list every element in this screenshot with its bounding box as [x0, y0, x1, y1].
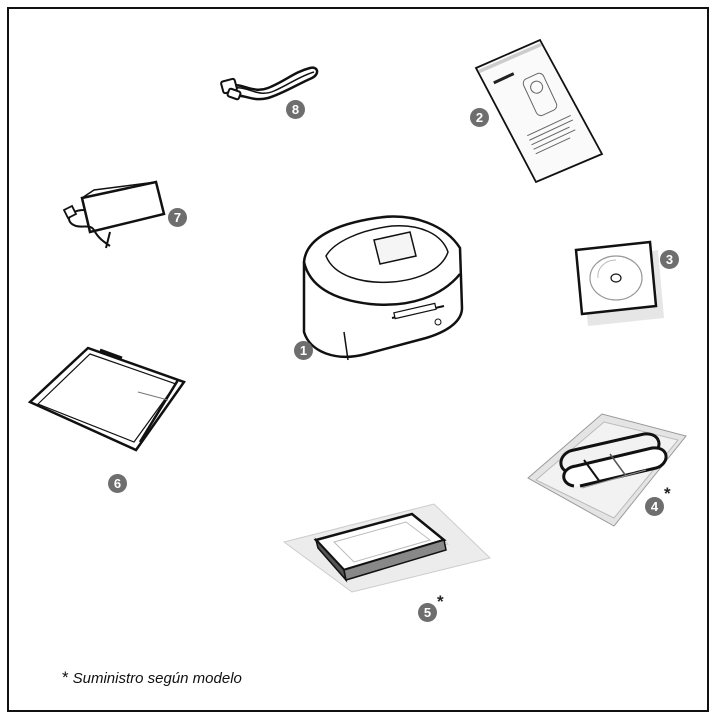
power-cable-icon: [220, 66, 319, 101]
photo-paper-pack-icon: [282, 503, 491, 593]
supply-footnote: *Suministro según modelo: [62, 668, 242, 688]
cd-rom-icon: [574, 240, 664, 326]
power-adapter-icon: [62, 180, 166, 249]
user-manual-icon: [474, 38, 604, 184]
item-number-4: 4: [645, 497, 664, 516]
paper-tray-icon: [27, 346, 186, 452]
item-5-asterisk: *: [437, 592, 444, 611]
item-number-6: 6: [108, 474, 127, 493]
ink-cartridge-icon: [527, 413, 687, 527]
item-number-2: 2: [470, 108, 489, 127]
item-number-3: 3: [660, 250, 679, 269]
item-number-1: 1: [294, 341, 313, 360]
item-4-asterisk: *: [664, 484, 671, 503]
item-number-7: 7: [168, 208, 187, 227]
item-number-8: 8: [286, 100, 305, 119]
footnote-asterisk: *: [62, 668, 69, 687]
item-number-5: 5: [418, 603, 437, 622]
photo-printer-icon: [302, 215, 464, 361]
footnote-text: Suministro según modelo: [72, 670, 242, 687]
